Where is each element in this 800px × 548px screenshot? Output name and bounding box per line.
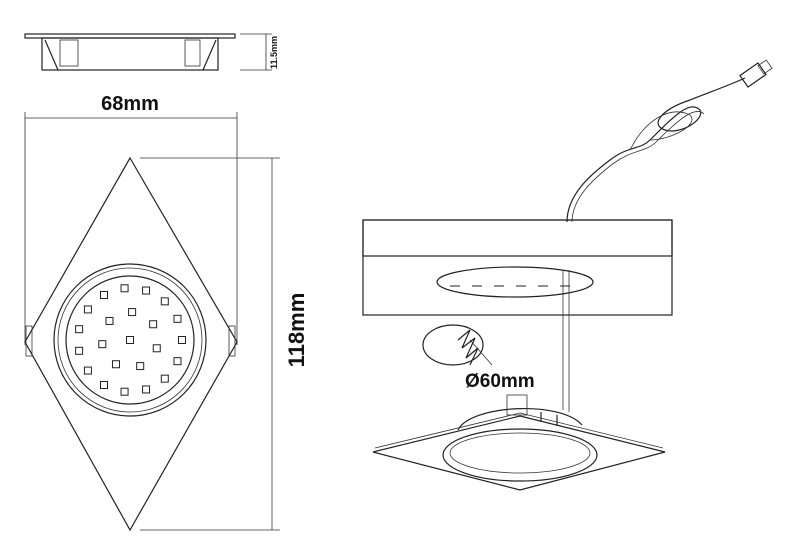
led-icon [83,305,92,314]
led-icon [173,314,182,323]
led-icon [75,346,84,355]
cable-and-connector [566,59,773,223]
led-icon [75,325,84,334]
side-view [24,33,272,71]
led-icon [149,320,158,329]
led-icon [142,385,151,394]
led-icon [120,387,129,396]
led-icon [100,381,108,390]
length-dimension-label: 118mm [284,293,309,368]
led-icon [160,374,169,383]
led-icon [160,297,169,306]
led-icon [178,336,186,344]
led-icon [142,286,151,295]
spring-clip-icon [422,324,493,366]
led-icon [126,336,134,344]
height-dimension-label: 11.5mm [269,36,279,69]
width-dimension-line [24,112,238,345]
cutout-diameter-label: Ø60mm [465,371,535,392]
led-icon [111,360,120,369]
led-icon [128,308,137,317]
led-icon [120,284,129,293]
led-icon [152,344,161,353]
installed-fixture [372,394,666,491]
mounting-wires [562,270,570,412]
ceiling-board [362,219,673,316]
led-icon [100,290,108,299]
led-icon [83,366,92,375]
led-array [75,284,186,396]
led-icon [105,316,114,325]
led-icon [98,340,107,349]
width-dimension-label: 68mm [101,93,159,115]
led-icon [136,362,145,371]
length-dimension-line [140,157,280,531]
top-view-fixture [24,156,238,532]
led-icon [173,357,182,366]
